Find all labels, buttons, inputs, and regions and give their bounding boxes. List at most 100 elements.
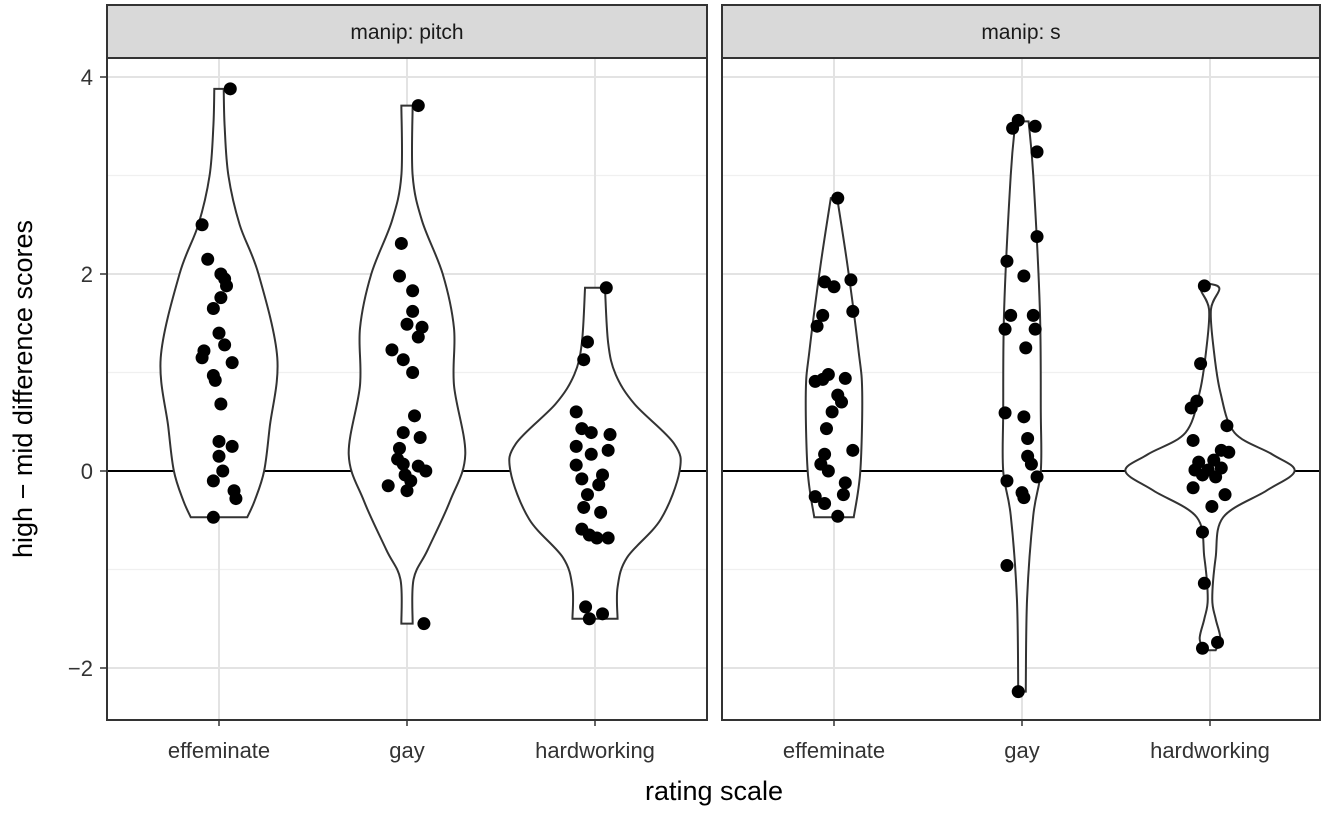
data-point (1000, 474, 1014, 488)
y-tick-label: 4 (81, 65, 93, 90)
x-tick-label: effeminate (168, 738, 270, 763)
data-point (381, 479, 395, 493)
x-axis-title: rating scale (645, 776, 783, 806)
data-point (594, 505, 608, 519)
x-tick-label: hardworking (535, 738, 655, 763)
data-point (838, 371, 852, 385)
data-point (212, 449, 226, 463)
data-point (1197, 279, 1211, 293)
data-point (998, 406, 1012, 420)
data-point (575, 472, 589, 486)
data-point (394, 236, 408, 250)
facet-strip (106, 4, 708, 59)
y-tick-label: 0 (81, 459, 93, 484)
data-point (835, 395, 849, 409)
data-point (569, 458, 583, 472)
data-point (411, 99, 425, 113)
data-point (404, 474, 418, 488)
data-point (1017, 491, 1031, 505)
data-point (831, 509, 845, 523)
data-point (584, 426, 598, 440)
data-point (1024, 457, 1038, 471)
data-point (396, 353, 410, 367)
data-point (808, 490, 822, 504)
data-point (415, 320, 429, 334)
data-point (1030, 470, 1044, 484)
data-point (601, 531, 615, 545)
data-point (1011, 685, 1025, 699)
data-point (1195, 641, 1209, 655)
data-point (413, 431, 427, 445)
data-point (1000, 254, 1014, 268)
data-point (417, 617, 431, 631)
data-point (603, 428, 617, 442)
data-point (1222, 445, 1236, 459)
data-point (208, 373, 222, 387)
data-point (1209, 470, 1223, 484)
data-point (584, 447, 598, 461)
data-point (1028, 322, 1042, 336)
data-point (816, 308, 830, 322)
data-point (998, 322, 1012, 336)
data-point (816, 372, 830, 386)
data-point (206, 474, 220, 488)
data-point (206, 301, 220, 315)
data-point (419, 464, 433, 478)
data-point (846, 304, 860, 318)
data-point (601, 443, 615, 457)
data-point (1186, 481, 1200, 495)
facet-strip-label: manip: pitch (350, 21, 463, 44)
data-point (218, 338, 232, 352)
data-point (1021, 431, 1035, 445)
data-point (577, 353, 591, 367)
data-point (582, 612, 596, 626)
data-point (400, 484, 414, 498)
data-point (216, 464, 230, 478)
data-point (831, 191, 845, 205)
data-point (825, 405, 839, 419)
data-point (400, 317, 414, 331)
data-point (838, 476, 852, 490)
x-tick-label: hardworking (1150, 738, 1270, 763)
data-point (846, 443, 860, 457)
data-point (1017, 269, 1031, 283)
data-point (1028, 119, 1042, 133)
facet-panel: effeminate gay hardworking manip: pitch (106, 4, 708, 763)
data-point (818, 447, 832, 461)
data-point (580, 335, 594, 349)
data-point (596, 607, 610, 621)
data-point (569, 405, 583, 419)
facet-strip-label: manip: s (981, 21, 1060, 44)
data-point (1194, 357, 1208, 371)
data-point (599, 281, 613, 295)
data-point (406, 304, 420, 318)
y-axis-title: high − mid difference scores (8, 220, 38, 558)
data-point (592, 478, 606, 492)
data-point (195, 218, 209, 232)
data-point (827, 280, 841, 294)
data-point (819, 422, 833, 436)
data-point (1195, 525, 1209, 539)
data-point (206, 510, 220, 524)
data-point (580, 488, 594, 502)
data-point (596, 468, 610, 482)
data-point (212, 434, 226, 448)
data-point (844, 273, 858, 287)
data-point (1006, 121, 1020, 135)
data-point (385, 343, 399, 357)
data-point (1197, 576, 1211, 590)
data-point (1184, 401, 1198, 415)
x-tick-label: gay (389, 738, 424, 763)
data-point (590, 531, 604, 545)
data-point (569, 439, 583, 453)
data-point (220, 279, 234, 293)
data-point (1186, 433, 1200, 447)
data-point (818, 497, 832, 511)
data-point (214, 291, 228, 305)
data-point (406, 366, 420, 379)
data-point (392, 441, 406, 455)
data-point (1000, 559, 1014, 573)
data-point (223, 82, 237, 96)
data-point (214, 397, 228, 411)
data-point (1211, 635, 1225, 649)
